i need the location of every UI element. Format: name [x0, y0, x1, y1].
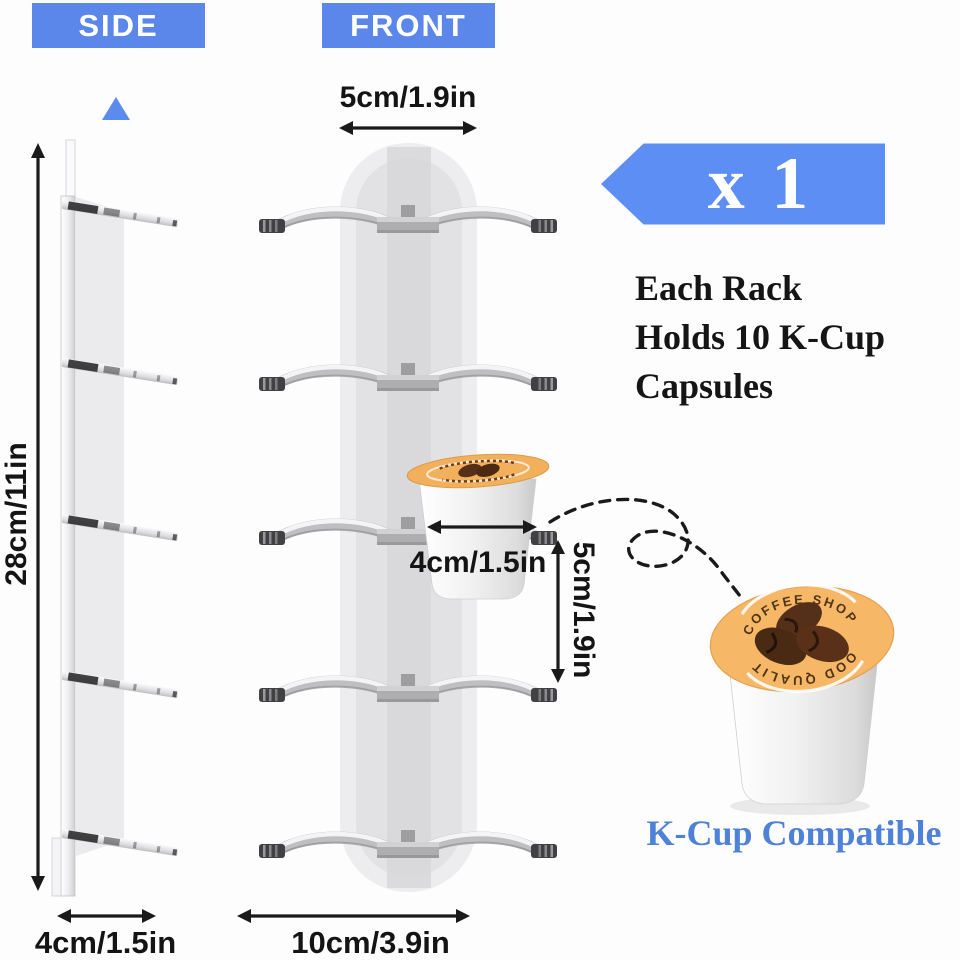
capsule-width-arrow	[427, 520, 537, 534]
front-width-arrow	[237, 909, 470, 923]
kcup-on-rack	[406, 453, 565, 683]
side-arms	[61, 200, 179, 856]
quantity-banner: x 1	[601, 143, 885, 225]
front-width-dimension: 10cm/3.9in	[291, 925, 450, 960]
headline-line-1: Each Rack	[635, 268, 803, 308]
side-rail	[60, 195, 76, 897]
side-view-drawing	[31, 139, 179, 923]
side-rail-top-tab	[65, 139, 76, 199]
headline-line-2: Holds 10 K-Cup	[635, 317, 886, 357]
capsule-height-arrow	[551, 540, 565, 683]
dashed-connector-line	[548, 497, 742, 598]
quantity-label: x 1	[707, 143, 813, 225]
side-depth-arrow	[57, 909, 156, 923]
kcup-small-lid	[406, 453, 550, 489]
height-dimension-arrow	[31, 143, 45, 891]
side-view-label: SIDE	[32, 3, 205, 48]
coffee-beans-icon	[754, 602, 849, 666]
capsule-height-dimension: 5cm/1.9in	[567, 541, 600, 679]
compatibility-note: K-Cup Compatible	[646, 813, 942, 853]
front-top-width-arrow	[339, 121, 477, 135]
marker-triangle-icon	[102, 97, 130, 120]
side-depth-dimension: 4cm/1.5in	[34, 925, 177, 960]
front-top-width-dimension: 5cm/1.9in	[339, 81, 477, 114]
rack-height-dimension: 28cm/11in	[0, 442, 33, 586]
headline-line-3: Capsules	[635, 366, 774, 406]
capacity-headline: Each Rack Holds 10 K-Cup Capsules	[635, 264, 960, 411]
side-foot	[51, 837, 62, 897]
front-view-label: FRONT	[322, 3, 495, 48]
capsule-width-dimension: 4cm/1.5in	[409, 546, 547, 579]
